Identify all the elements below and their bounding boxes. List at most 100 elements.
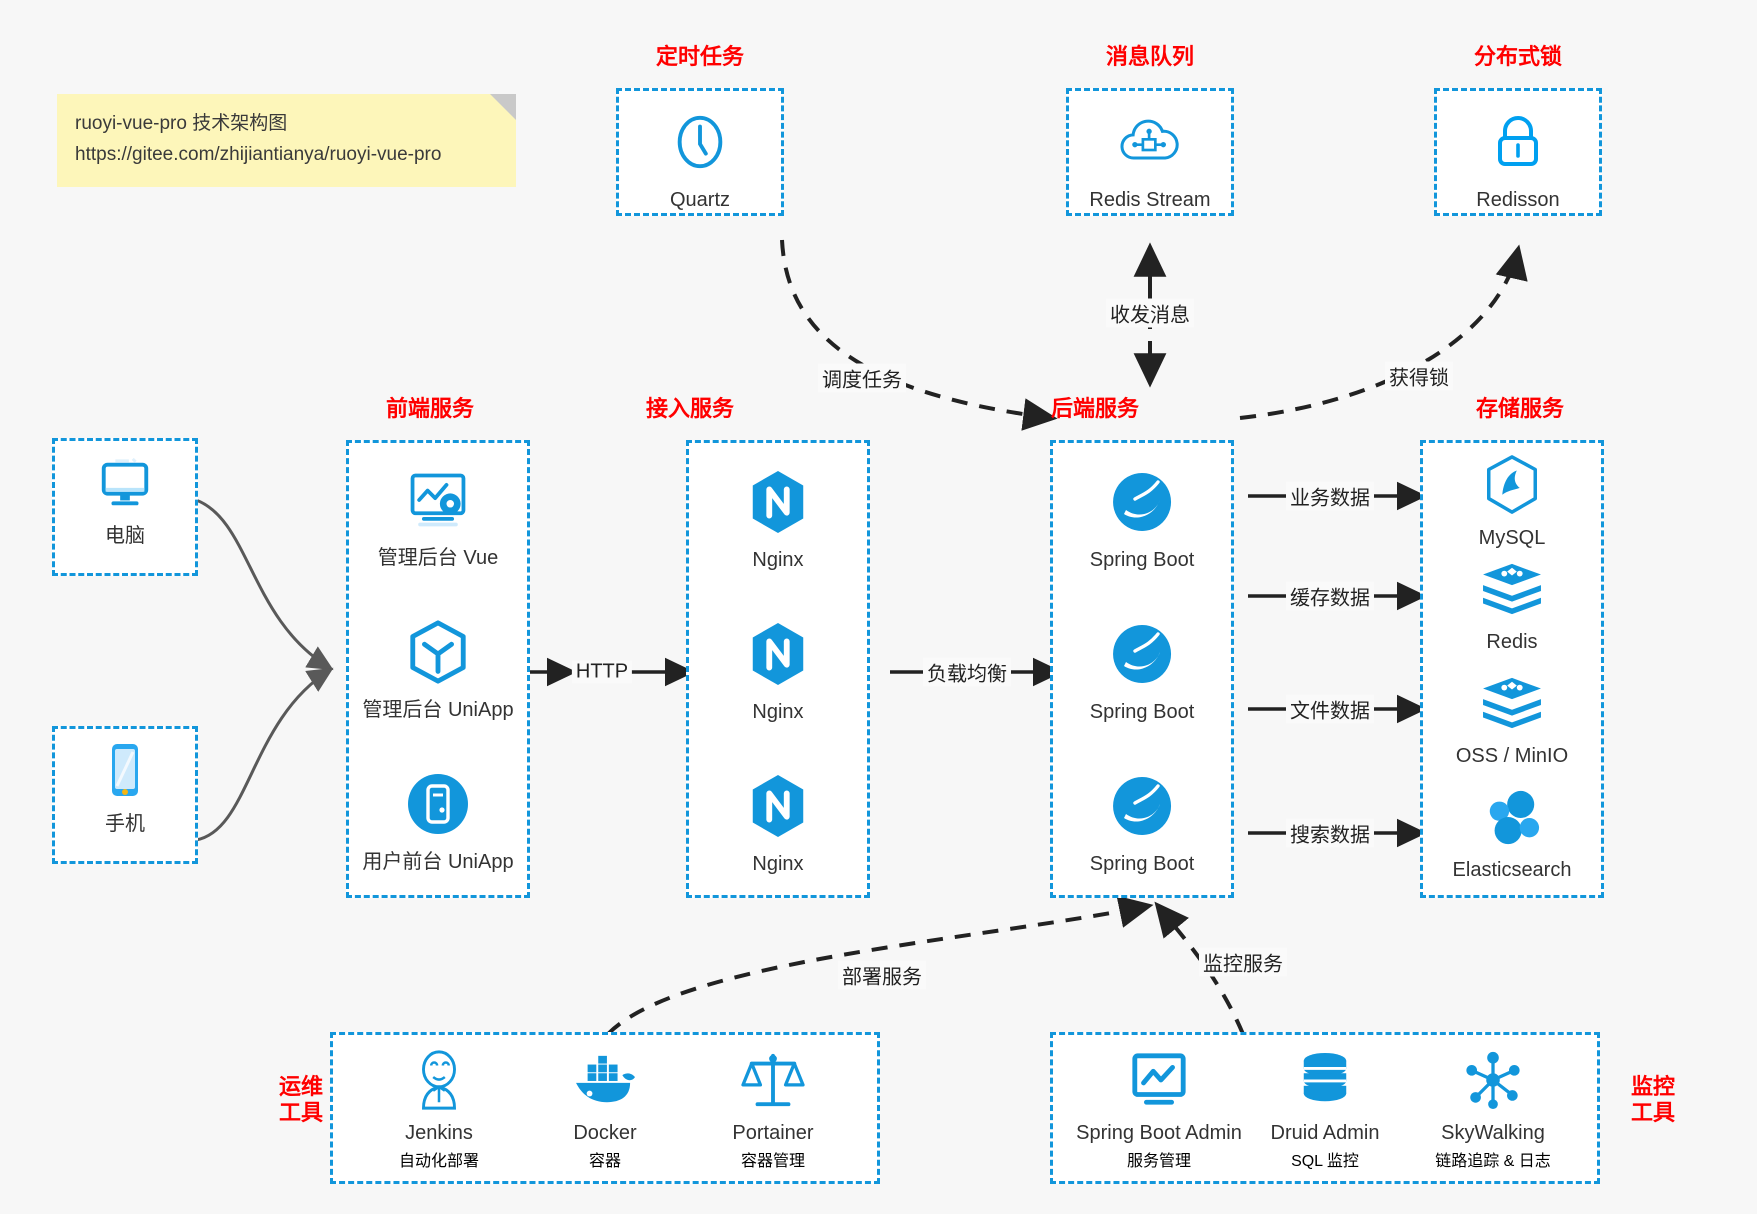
node-label: Elasticsearch — [1452, 859, 1572, 881]
ops-title-line1: 运维 — [278, 1074, 323, 1099]
node-label: Portainer — [732, 1122, 814, 1144]
nginx-icon — [688, 617, 868, 691]
phone-icon — [55, 739, 195, 803]
node-desktop[interactable]: 电脑 — [55, 453, 195, 550]
node-label: Quartz — [669, 189, 731, 211]
section-title-frontend: 前端服务 — [385, 396, 474, 421]
node-label: 手机 — [105, 813, 145, 835]
edge-acquire-lock — [1239, 244, 1528, 420]
dashboard-icon — [348, 463, 528, 537]
node-druid-admin[interactable]: Druid Admin SQL 监控 — [1225, 1047, 1425, 1171]
mysql-icon — [1422, 453, 1602, 517]
section-title-monitor-tools: 监控 工具 — [1608, 1074, 1698, 1127]
node-user-uniapp[interactable]: 用户前台 UniApp — [348, 767, 528, 876]
node-portainer[interactable]: Portainer 容器管理 — [673, 1047, 873, 1171]
edge-phone-to-frontend — [195, 667, 334, 842]
elasticsearch-icon — [1422, 787, 1602, 849]
desktop-icon — [55, 453, 195, 515]
node-label: Nginx — [752, 701, 804, 723]
edge-label-http: HTTP — [571, 660, 633, 684]
node-admin-uniapp[interactable]: 管理后台 UniApp — [348, 615, 528, 724]
node-sublabel: 容器 — [588, 1153, 621, 1170]
section-title-message-queue: 消息队列 — [1105, 44, 1194, 69]
node-sublabel: 自动化部署 — [398, 1153, 479, 1170]
node-label: Jenkins — [405, 1122, 473, 1144]
note-line-title: ruoyi-vue-pro 技术架构图 — [75, 113, 288, 134]
section-title-storage: 存储服务 — [1475, 396, 1564, 421]
node-label: Spring Boot — [1089, 549, 1195, 571]
node-nginx-2[interactable]: Nginx — [688, 617, 868, 726]
node-label: 管理后台 Vue — [377, 547, 499, 569]
section-title-distributed-lock: 分布式锁 — [1473, 44, 1562, 69]
edge-label-deploy-service: 部署服务 — [838, 960, 926, 990]
node-redis[interactable]: Redis — [1422, 559, 1602, 656]
node-oss-minio[interactable]: OSS / MinIO — [1422, 673, 1602, 770]
edge-label-acquire-lock: 获得锁 — [1385, 361, 1453, 391]
docker-icon — [505, 1047, 705, 1113]
group-gateway-service: Nginx Nginx Nginx — [686, 440, 870, 898]
spring-boot-icon — [1052, 465, 1232, 539]
group-monitor-tools: Spring Boot Admin 服务管理 Druid Admin SQL 监… — [1050, 1032, 1600, 1184]
node-label: SkyWalking — [1441, 1122, 1545, 1144]
node-admin-vue[interactable]: 管理后台 Vue — [348, 463, 528, 572]
node-sublabel: 容器管理 — [740, 1153, 805, 1170]
node-skywalking[interactable]: SkyWalking 链路追踪 & 日志 — [1393, 1047, 1593, 1171]
node-label: Docker — [573, 1122, 637, 1144]
edge-label-schedule-task: 调度任务 — [818, 363, 906, 393]
redis-icon — [1422, 559, 1602, 621]
section-title-ops-tools: 运维 工具 — [256, 1074, 346, 1127]
portainer-icon — [673, 1047, 873, 1113]
node-label: Redisson — [1476, 189, 1560, 211]
uniapp-cube-icon — [348, 615, 528, 689]
node-spring-boot-2[interactable]: Spring Boot — [1052, 617, 1232, 726]
group-distributed-lock: Redisson — [1434, 88, 1602, 216]
node-docker[interactable]: Docker 容器 — [505, 1047, 705, 1171]
node-label: Druid Admin — [1270, 1122, 1380, 1144]
mobile-app-icon — [348, 767, 528, 841]
jenkins-icon — [339, 1047, 539, 1113]
nginx-icon — [688, 465, 868, 539]
node-elasticsearch[interactable]: Elasticsearch — [1422, 787, 1602, 884]
edge-label-cache-data: 缓存数据 — [1286, 581, 1374, 611]
druid-db-icon — [1225, 1047, 1425, 1113]
note-line-url: https://gitee.com/zhijiantianya/ruoyi-vu… — [75, 144, 442, 166]
node-label: Spring Boot — [1089, 701, 1195, 723]
edge-label-search-data: 搜索数据 — [1286, 818, 1374, 848]
edge-label-file-data: 文件数据 — [1286, 694, 1374, 724]
section-title-gateway: 接入服务 — [645, 396, 734, 421]
group-frontend-service: 管理后台 Vue 管理后台 UniApp 用户前台 UniApp — [346, 440, 530, 898]
node-sublabel: 链路追踪 & 日志 — [1435, 1153, 1551, 1170]
spring-boot-admin-icon — [1059, 1047, 1259, 1113]
node-redis-stream[interactable]: Redis Stream — [1060, 105, 1240, 214]
node-mysql[interactable]: MySQL — [1422, 453, 1602, 552]
node-label: 管理后台 UniApp — [362, 699, 514, 721]
group-backend-service: Spring Boot Spring Boot Spring Boot — [1050, 440, 1234, 898]
node-sublabel: SQL 监控 — [1291, 1153, 1359, 1170]
spring-boot-icon — [1052, 617, 1232, 691]
edge-label-business-data: 业务数据 — [1286, 481, 1374, 511]
edge-desktop-to-frontend — [195, 498, 334, 671]
nginx-icon — [688, 769, 868, 843]
node-quartz[interactable]: Quartz — [610, 105, 790, 214]
group-client-phone: 手机 — [52, 726, 198, 864]
edge-label-load-balance: 负载均衡 — [923, 657, 1011, 687]
node-label: Nginx — [752, 853, 804, 875]
edge-label-send-receive-message: 收发消息 — [1106, 298, 1194, 328]
skywalking-icon — [1393, 1047, 1593, 1113]
node-spring-boot-3[interactable]: Spring Boot — [1052, 769, 1232, 878]
node-label: Spring Boot — [1089, 853, 1195, 875]
node-redisson[interactable]: Redisson — [1428, 105, 1608, 214]
note-fold-corner — [490, 94, 516, 120]
node-sublabel: 服务管理 — [1126, 1153, 1191, 1170]
node-spring-boot-admin[interactable]: Spring Boot Admin 服务管理 — [1059, 1047, 1259, 1171]
node-spring-boot-1[interactable]: Spring Boot — [1052, 465, 1232, 574]
node-label: MySQL — [1478, 527, 1546, 549]
node-label: 用户前台 UniApp — [362, 851, 514, 873]
node-nginx-1[interactable]: Nginx — [688, 465, 868, 574]
clock-icon — [610, 105, 790, 179]
node-nginx-3[interactable]: Nginx — [688, 769, 868, 878]
section-title-backend: 后端服务 — [1050, 396, 1139, 421]
node-jenkins[interactable]: Jenkins 自动化部署 — [339, 1047, 539, 1171]
node-phone[interactable]: 手机 — [55, 739, 195, 838]
